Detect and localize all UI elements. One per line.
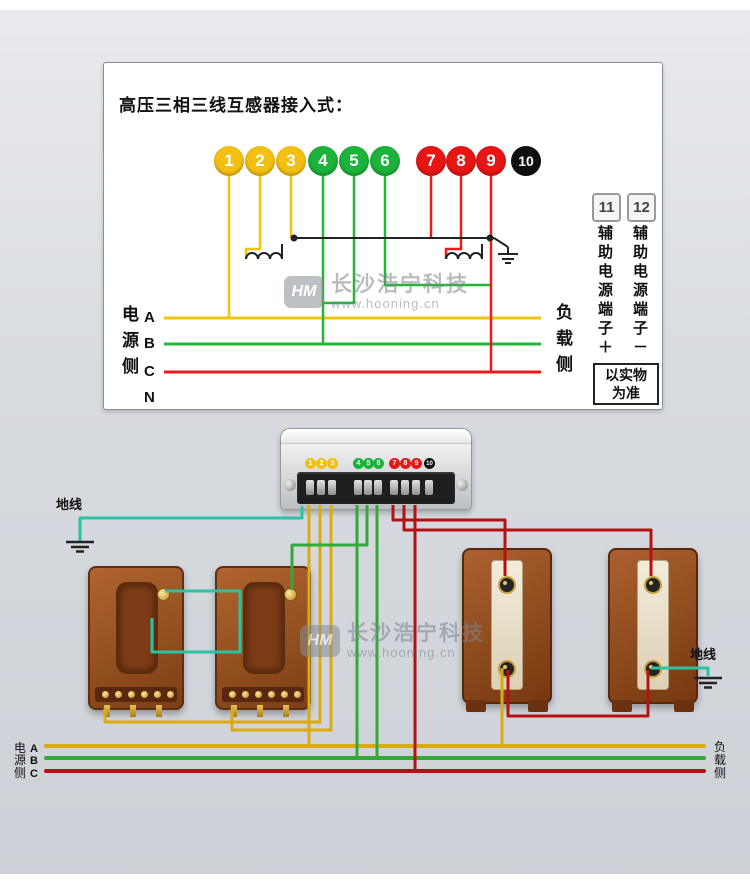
pt2-lug [283, 705, 289, 717]
meter-terminal-screw [354, 480, 362, 495]
meter-terminal-screw [317, 480, 325, 495]
terminal-circle-3: 3 [276, 146, 306, 176]
pt-transformer-1 [88, 566, 184, 717]
note-box: 以实物 为准 [593, 363, 659, 405]
meter-terminal-screw [425, 480, 433, 495]
phase-letter-b: B [144, 335, 155, 352]
meter-cover-screw-left [284, 479, 296, 491]
meter-terminal-dot-8: 8 [400, 458, 411, 469]
meter-terminal-dot-7: 7 [389, 458, 400, 469]
bottom-phase-buses [44, 744, 706, 773]
phase-letter-a: A [144, 309, 155, 326]
source-side-label: 电源侧 [119, 305, 138, 383]
meter-terminal-screw [412, 480, 420, 495]
meter-cover-screw-right [456, 479, 468, 491]
meter-terminal-dot-4: 4 [353, 458, 364, 469]
terminal-circle-4: 4 [308, 146, 338, 176]
terminal-circle-5: 5 [339, 146, 369, 176]
aux-terminal-11-box: 11 [592, 193, 621, 222]
meter-terminal-screw [401, 480, 409, 495]
meter-terminal-dot-1: 1 [305, 458, 316, 469]
aux-terminal-12-box: 12 [627, 193, 656, 222]
terminal-circle-1: 1 [214, 146, 244, 176]
top-border [0, 0, 750, 10]
ct2-top-terminal [644, 576, 662, 594]
ct2-foot [612, 700, 632, 712]
pt-transformer-2 [215, 566, 311, 717]
ct1-bottom-terminal [498, 660, 516, 678]
source-phase-row-a: 电 A [14, 739, 38, 756]
schematic-wires-svg [164, 176, 541, 374]
source-phase-row-c: 侧 C [14, 764, 38, 781]
ct1-foot [528, 700, 548, 712]
source-phase-a: A [30, 743, 38, 755]
phase-bus-lines [164, 316, 541, 374]
note-line-1: 以实物 [605, 367, 647, 383]
meter-terminal-screw [364, 480, 372, 495]
pt1-winding-window [116, 582, 158, 674]
ground-label-right: 地线 [690, 647, 717, 662]
meter-terminal-dot-2: 2 [316, 458, 327, 469]
note-line-2: 为准 [612, 384, 640, 401]
load-side-label: 负载侧 [553, 303, 572, 381]
phase-letter-c: C [144, 363, 155, 380]
terminal-circle-7: 7 [416, 146, 446, 176]
ct1-top-terminal [498, 576, 516, 594]
load-label-char-2: 载 [714, 753, 727, 767]
meter-terminal-block [297, 472, 455, 504]
meter-terminal-screw [328, 480, 336, 495]
ct1-foot [466, 700, 486, 712]
watermark-bottom: HM 长沙浩宁科技 www.hooning.cn [300, 622, 485, 660]
pt2-winding-window [243, 582, 285, 674]
source-phase-c: C [30, 768, 38, 780]
pt2-terminal-strip [222, 687, 304, 702]
ground-label-left: 地线 [56, 497, 83, 512]
aux-terminal-11-label: 辅助电源端子＋ [596, 225, 613, 358]
source-char: 源 [14, 753, 27, 767]
pt1-top-terminal [157, 588, 170, 601]
bottom-border [0, 874, 750, 882]
pt2-top-terminal [284, 588, 297, 601]
pt1-lug [104, 705, 110, 717]
pt1-lug [130, 705, 136, 717]
pt2-lug [231, 705, 237, 717]
schematic-panel: 高压三相三线互感器接入式： HM 长沙浩宁科技 www.hooning.cn [103, 62, 663, 410]
meter-terminal-dot-3: 3 [327, 458, 338, 469]
phase-letter-n: N [144, 389, 155, 406]
meter-top-band [281, 429, 471, 444]
load-label-char-1: 负 [714, 740, 727, 754]
ct-transformer-2 [608, 548, 698, 712]
pt2-lug [257, 705, 263, 717]
ct-coil-symbols [245, 234, 509, 260]
terminal-circle-10: 10 [511, 146, 541, 176]
source-phase-b: B [30, 755, 38, 767]
source-char: 侧 [14, 766, 27, 780]
ground-symbol-schematic [498, 247, 518, 264]
terminal-circle-9: 9 [476, 146, 506, 176]
aux-terminal-12-label: 辅助电源端子－ [631, 225, 648, 358]
pt1-lug [156, 705, 162, 717]
panel-title: 高压三相三线互感器接入式： [119, 96, 353, 115]
energy-meter: 1 2 3 4 5 6 7 8 9 10 [280, 428, 472, 510]
terminal-circle-8: 8 [446, 146, 476, 176]
pt1-terminal-strip [95, 687, 177, 702]
terminal-circle-6: 6 [370, 146, 400, 176]
meter-terminal-screw [306, 480, 314, 495]
ground-symbol-left [66, 540, 94, 553]
meter-terminal-dot-9: 9 [411, 458, 422, 469]
ct2-bottom-terminal [644, 660, 662, 678]
meter-terminal-dot-10: 10 [424, 458, 435, 469]
meter-terminal-dot-5: 5 [363, 458, 374, 469]
ct-transformer-1 [462, 548, 552, 712]
source-phase-row-b: 源 B [14, 751, 38, 768]
ground-symbol-right [694, 676, 722, 689]
terminal-circle-2: 2 [245, 146, 275, 176]
load-label-char-3: 侧 [714, 766, 727, 780]
meter-terminal-dot-6: 6 [373, 458, 384, 469]
meter-terminal-screw [390, 480, 398, 495]
source-char: 电 [14, 741, 27, 755]
terminal-wires [227, 176, 493, 372]
ct2-foot [674, 700, 694, 712]
meter-terminal-screw [374, 480, 382, 495]
